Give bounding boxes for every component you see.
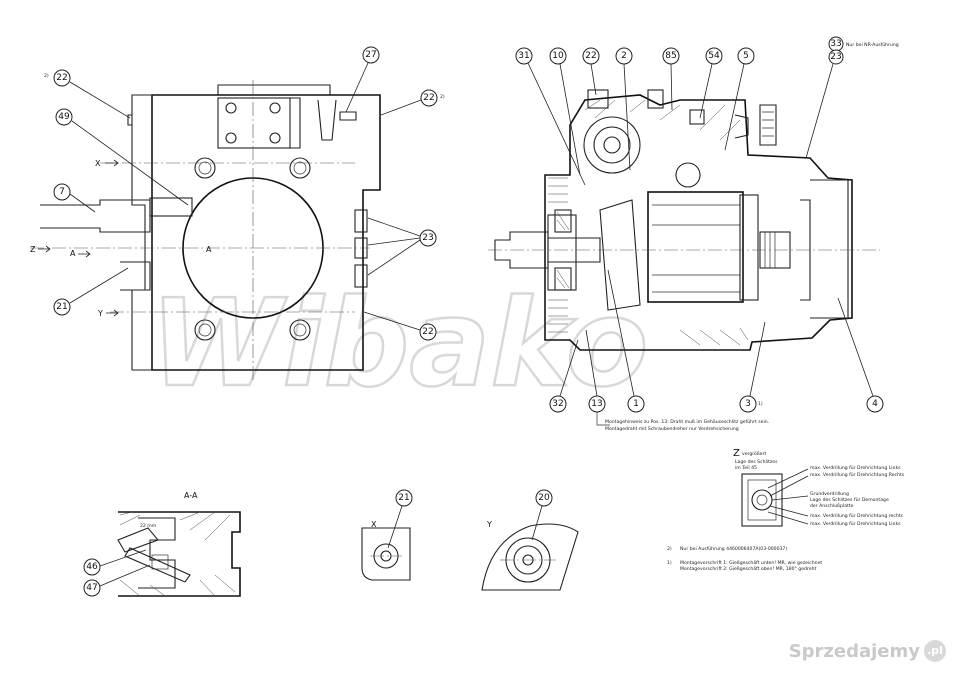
- balloon-21-x: 21: [395, 489, 413, 507]
- svg-text:20: 20: [538, 493, 550, 503]
- svg-text:22: 22: [422, 327, 433, 337]
- brand-badge: .pl: [924, 640, 946, 662]
- detail-y-title: Y: [486, 520, 492, 529]
- svg-text:2: 2: [621, 51, 627, 61]
- axis-label-a2: A: [206, 245, 212, 254]
- balloon-2: 2: [615, 47, 633, 65]
- svg-text:13: 13: [591, 399, 602, 409]
- svg-text:4: 4: [872, 399, 878, 409]
- svg-text:21: 21: [56, 302, 67, 312]
- footnote-2: Nur bei Ausführung 4460006407A(03-000037…: [680, 546, 787, 552]
- svg-text:21: 21: [398, 493, 409, 503]
- svg-text:46: 46: [86, 562, 98, 572]
- footnote-mark: 2): [440, 94, 445, 100]
- balloon-22-top-left: 22: [53, 69, 71, 87]
- balloon-47: 47: [83, 579, 101, 597]
- balloon-3: 3: [739, 395, 757, 413]
- svg-text:54: 54: [708, 51, 720, 61]
- footnote-1a: Montagevorschrift 1: Gießgeschäft unten!…: [680, 560, 822, 566]
- detail-z-label: max. Verdrillung für Drehrichtung Links: [810, 465, 901, 471]
- axis-label-y: Y: [97, 309, 103, 318]
- svg-text:22: 22: [423, 93, 434, 103]
- axis-label-x: X: [95, 159, 101, 168]
- detail-z-label: Grundverdrillung: [810, 491, 849, 497]
- axis-label-a: A: [70, 249, 76, 258]
- detail-z-label: max. Verdrillung für Drehrichtung Rechts: [810, 472, 905, 478]
- svg-text:27: 27: [365, 50, 376, 60]
- svg-text:10: 10: [552, 51, 564, 61]
- balloon-1: 1: [627, 395, 645, 413]
- svg-text:1: 1: [633, 399, 639, 409]
- detail-z-label: der Anschlußplatte: [810, 503, 854, 509]
- left-view: X Z A A Y: [30, 80, 381, 380]
- footnotes: 2) Nur bei Ausführung 4460006407A(03-000…: [667, 546, 822, 572]
- svg-text:31: 31: [518, 51, 529, 61]
- footnote-mark: 2): [44, 73, 49, 79]
- mounting-note-1: Montagehinweis zu Pos. 13: Draht muß im …: [605, 419, 769, 425]
- detail-z-label: max. Verdrillung für Drehrichtung Links: [810, 521, 901, 527]
- axis-label-z: Z: [30, 245, 36, 254]
- svg-text:23: 23: [830, 52, 841, 62]
- footnote-2-mark: 2): [667, 546, 672, 552]
- svg-text:3: 3: [745, 399, 751, 409]
- svg-text:33: 33: [830, 39, 841, 49]
- balloon-23-right: 23: [828, 49, 844, 65]
- brand-name: Sprzedajemy: [788, 640, 920, 662]
- footnote-1b: Montagevorschrift 2: Gießgeschäft oben! …: [680, 566, 816, 572]
- svg-text:49: 49: [58, 112, 70, 122]
- watermark: Wibako: [150, 275, 648, 414]
- detail-z-label: max. Verdrillung für Drehrichtung rechts: [810, 513, 904, 519]
- svg-text:47: 47: [86, 583, 97, 593]
- footnote-1-mark: 1): [667, 560, 672, 566]
- balloon-49: 49: [55, 108, 73, 126]
- balloon-20: 20: [535, 489, 553, 507]
- balloon-46: 46: [83, 558, 101, 576]
- svg-text:5: 5: [743, 51, 749, 61]
- balloon-85: 85: [662, 47, 680, 65]
- svg-text:85: 85: [665, 51, 676, 61]
- balloon-22-mid: 22: [582, 47, 600, 65]
- svg-text:22: 22: [585, 51, 596, 61]
- detail-z-label: Lage des Schlitzes für Demontage: [810, 497, 889, 503]
- detail-z-subtitle: vergrößert: [742, 451, 766, 457]
- balloon-54: 54: [705, 47, 723, 65]
- balloon-4: 4: [866, 395, 884, 413]
- balloon-7: 7: [53, 183, 71, 201]
- balloon-5: 5: [737, 47, 755, 65]
- detail-z: Z vergrößert Lage des Schlitzes im Teil …: [733, 448, 905, 527]
- balloon-31: 31: [515, 47, 533, 65]
- section-view: [488, 89, 880, 351]
- mounting-note-2: Montagedraht mit Schraubendreher nur Ver…: [605, 426, 739, 432]
- balloon-22-right: 22: [420, 89, 438, 107]
- section-a-a: A-A 22 mm: [117, 491, 241, 597]
- detail-y: Y: [481, 520, 579, 591]
- footnote-mark: 1): [758, 401, 763, 407]
- note-33: Nur bei NR-Ausführung: [846, 42, 899, 48]
- svg-text:32: 32: [552, 399, 563, 409]
- detail-z-note: Lage des Schlitzes: [735, 459, 778, 465]
- section-a-a-title: A-A: [184, 491, 198, 500]
- balloon-21-left: 21: [53, 298, 71, 316]
- detail-x-title: X: [371, 520, 377, 529]
- detail-x: X: [361, 520, 411, 581]
- balloon-23-left: 23: [419, 229, 437, 247]
- svg-text:22: 22: [56, 73, 67, 83]
- detail-z-title: Z: [733, 448, 740, 459]
- balloon-13: 13: [588, 395, 606, 413]
- balloon-22-bottom-right: 22: [419, 323, 437, 341]
- svg-text:7: 7: [59, 187, 65, 197]
- balloon-33: 33: [828, 36, 844, 52]
- detail-z-note: im Teil 45: [735, 465, 757, 471]
- balloon-27: 27: [362, 46, 380, 64]
- dimension-label: 22 mm: [140, 523, 157, 529]
- svg-text:23: 23: [422, 233, 433, 243]
- brand-watermark: Sprzedajemy .pl: [789, 640, 946, 662]
- balloon-32: 32: [549, 395, 567, 413]
- balloon-10: 10: [549, 47, 567, 65]
